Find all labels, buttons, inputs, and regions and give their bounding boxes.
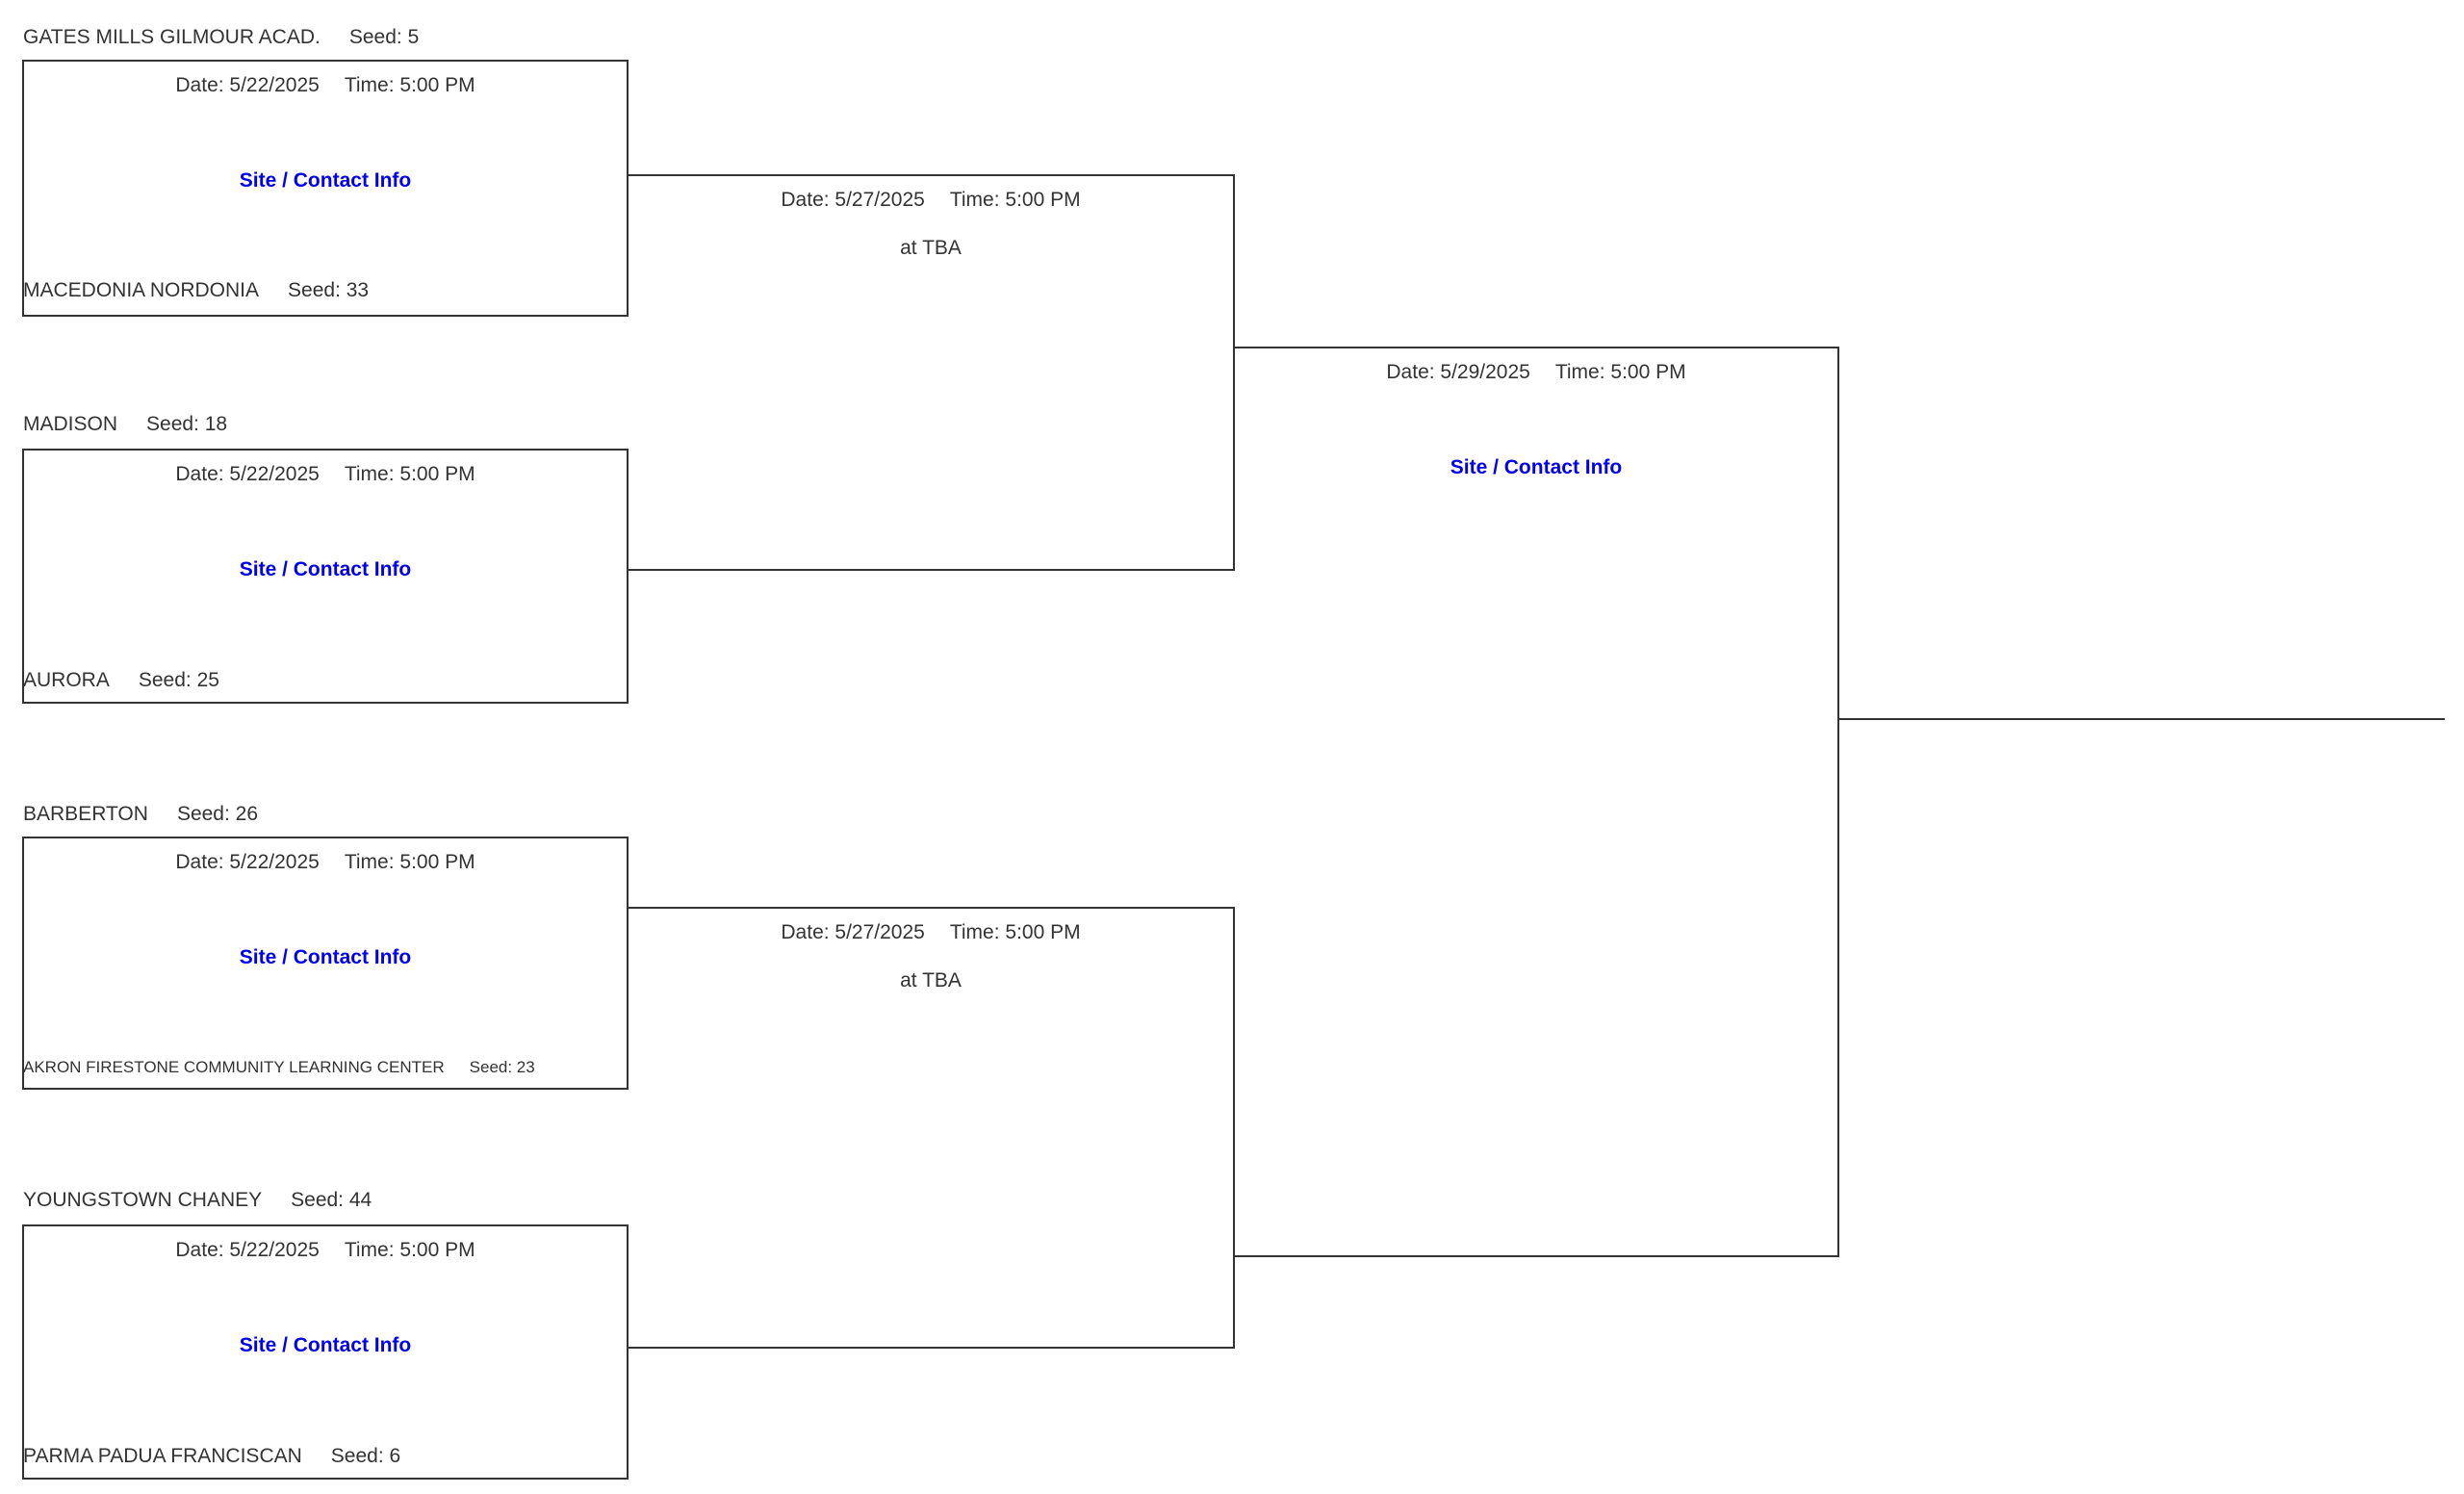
match-time: Time: 5:00 PM (949, 921, 1081, 943)
team-label-youngstown-chaney: YOUNGSTOWN CHANEY Seed: 44 (23, 1188, 372, 1213)
team-name: MADISON (23, 413, 118, 435)
match-time: Time: 5:00 PM (344, 1239, 475, 1261)
team-seed: Seed: 18 (146, 413, 228, 435)
team-name: AKRON FIRESTONE COMMUNITY LEARNING CENTE… (23, 1058, 445, 1076)
team-seed: Seed: 5 (348, 26, 420, 48)
team-label-aurora: AURORA Seed: 25 (23, 668, 219, 693)
match-box-round1-game2: Date: 5/22/2025 Time: 5:00 PM Site / Con… (22, 449, 629, 704)
team-label-parma-padua-franciscan: PARMA PADUA FRANCISCAN Seed: 6 (23, 1444, 400, 1469)
team-seed: Seed: 33 (288, 279, 370, 301)
team-seed: Seed: 26 (176, 803, 259, 825)
team-name: GATES MILLS GILMOUR ACAD. (23, 26, 321, 48)
match-time: Time: 5:00 PM (1554, 361, 1686, 383)
match-box-round2-game2: Date: 5/27/2025 Time: 5:00 PM at TBA (629, 907, 1235, 1349)
team-seed: Seed: 44 (291, 1189, 372, 1211)
team-seed: Seed: 25 (138, 669, 219, 691)
match-time: Time: 5:00 PM (344, 851, 475, 873)
team-name: BARBERTON (23, 803, 148, 825)
match-time: Time: 5:00 PM (344, 463, 475, 485)
match-date: Date: 5/22/2025 (175, 1239, 320, 1261)
team-seed: Seed: 6 (330, 1445, 401, 1467)
match-box-round1-game4: Date: 5/22/2025 Time: 5:00 PM Site / Con… (22, 1224, 629, 1480)
match-time: Time: 5:00 PM (344, 74, 475, 96)
match-box-round1-game3: Date: 5/22/2025 Time: 5:00 PM Site / Con… (22, 837, 629, 1090)
team-label-madison: MADISON Seed: 18 (23, 412, 227, 437)
site-contact-info-link[interactable]: Site / Contact Info (1450, 456, 1623, 478)
site-contact-info-link[interactable]: Site / Contact Info (239, 1334, 412, 1356)
match-date: Date: 5/27/2025 (781, 921, 925, 943)
site-contact-info-link[interactable]: Site / Contact Info (239, 169, 412, 192)
match-box-round3-game1: Date: 5/29/2025 Time: 5:00 PM Site / Con… (1235, 347, 1839, 1257)
team-label-gates-mills: GATES MILLS GILMOUR ACAD. Seed: 5 (23, 25, 419, 50)
match-date-time: Date: 5/22/2025 Time: 5:00 PM (24, 73, 627, 98)
match-date-time: Date: 5/27/2025 Time: 5:00 PM (629, 920, 1233, 945)
team-label-barberton: BARBERTON Seed: 26 (23, 802, 258, 827)
team-name: MACEDONIA NORDONIA (23, 279, 260, 301)
team-seed: Seed: 23 (469, 1058, 535, 1076)
champion-advancement-line (1839, 718, 2445, 720)
match-box-round2-game1: Date: 5/27/2025 Time: 5:00 PM at TBA (629, 174, 1235, 571)
site-contact-info-link[interactable]: Site / Contact Info (239, 946, 412, 968)
team-label-macedonia-nordonia: MACEDONIA NORDONIA Seed: 33 (23, 278, 369, 303)
team-name: PARMA PADUA FRANCISCAN (23, 1445, 302, 1467)
match-date: Date: 5/22/2025 (175, 463, 320, 485)
match-date: Date: 5/29/2025 (1386, 361, 1530, 383)
match-date-time: Date: 5/22/2025 Time: 5:00 PM (24, 1238, 627, 1263)
match-location: at TBA (900, 237, 962, 259)
match-date-time: Date: 5/29/2025 Time: 5:00 PM (1235, 360, 1837, 385)
match-date-time: Date: 5/22/2025 Time: 5:00 PM (24, 850, 627, 875)
match-date: Date: 5/27/2025 (781, 189, 925, 211)
team-name: AURORA (23, 669, 110, 691)
match-date-time: Date: 5/27/2025 Time: 5:00 PM (629, 188, 1233, 213)
match-time: Time: 5:00 PM (949, 189, 1081, 211)
match-location: at TBA (900, 969, 962, 992)
site-contact-info-link[interactable]: Site / Contact Info (239, 558, 412, 580)
team-label-akron-firestone: AKRON FIRESTONE COMMUNITY LEARNING CENTE… (23, 1055, 535, 1080)
match-box-round1-game1: Date: 5/22/2025 Time: 5:00 PM Site / Con… (22, 60, 629, 317)
match-date: Date: 5/22/2025 (175, 74, 320, 96)
match-date-time: Date: 5/22/2025 Time: 5:00 PM (24, 462, 627, 487)
match-date: Date: 5/22/2025 (175, 851, 320, 873)
team-name: YOUNGSTOWN CHANEY (23, 1189, 263, 1211)
